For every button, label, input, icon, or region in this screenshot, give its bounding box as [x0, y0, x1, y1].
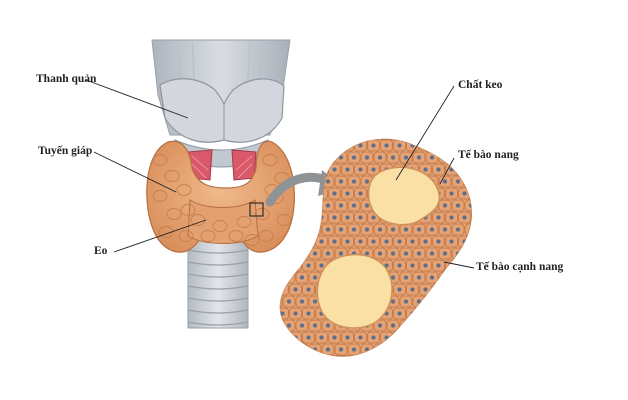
- label-follicular-cell: Tế bào nang: [458, 149, 519, 161]
- label-colloid: Chất keo: [458, 79, 503, 91]
- label-larynx: Thanh quản: [36, 73, 97, 85]
- colloid-upper: [367, 166, 441, 226]
- colloid-lower: [316, 253, 393, 329]
- cricothyroid-muscle: [187, 149, 257, 181]
- follicle-tissue: [279, 138, 473, 357]
- magnify-box: [249, 202, 264, 217]
- trachea: [187, 237, 249, 329]
- label-parafollicular-cell: Tế bào cạnh nang: [476, 261, 564, 273]
- thyroid-gland: [146, 140, 295, 253]
- leader-lines: [85, 79, 475, 269]
- label-thyroid: Tuyến giáp: [38, 145, 93, 157]
- label-isthmus: Eo: [94, 245, 108, 257]
